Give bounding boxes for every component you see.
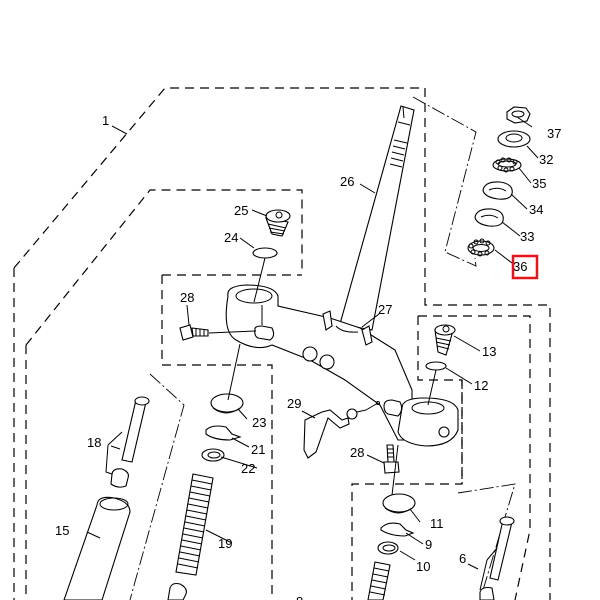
fork-spring-left bbox=[175, 473, 214, 576]
callout-34: 34 bbox=[529, 202, 543, 217]
washer bbox=[497, 130, 531, 148]
o-ring-right bbox=[425, 361, 447, 371]
cap-bolt-right bbox=[434, 324, 456, 356]
assembly-boundary-1-inner bbox=[25, 189, 303, 600]
callout-24: 24 bbox=[224, 230, 238, 245]
leader-lines bbox=[86, 116, 539, 570]
callout-28-lower: 28 bbox=[350, 445, 364, 460]
callout-27: 27 bbox=[378, 302, 392, 317]
callout-29: 29 bbox=[287, 396, 301, 411]
assembly-boundary-1-outer bbox=[13, 87, 551, 600]
lower-ball-race bbox=[467, 238, 495, 257]
callout-19: 19 bbox=[218, 536, 232, 551]
fork-cap-left bbox=[210, 393, 244, 414]
inner-tube-left bbox=[63, 496, 131, 600]
pinch-bolt-left bbox=[179, 324, 257, 341]
oil-seal-left bbox=[201, 448, 225, 462]
callout-32: 32 bbox=[539, 152, 553, 167]
callout-35: 35 bbox=[532, 176, 546, 191]
callout-10: 10 bbox=[416, 559, 430, 574]
callout-25: 25 bbox=[234, 203, 248, 218]
crown-group-boundary bbox=[161, 274, 302, 600]
o-ring-left bbox=[252, 247, 278, 259]
callout-26: 26 bbox=[340, 174, 354, 189]
right-fork-damper-bracket bbox=[457, 483, 516, 600]
upper-ball-race bbox=[492, 157, 522, 173]
callout-21: 21 bbox=[251, 442, 265, 457]
fork-spring-right bbox=[367, 561, 391, 600]
callout-18: 18 bbox=[87, 435, 101, 450]
circlip-left bbox=[205, 425, 242, 441]
callout-37: 37 bbox=[547, 126, 561, 141]
callout-1: 1 bbox=[102, 113, 109, 128]
callout-12: 12 bbox=[474, 378, 488, 393]
damper-rod-left bbox=[105, 396, 150, 488]
bearing-stack-bracket bbox=[412, 96, 477, 267]
callout-6: 6 bbox=[459, 551, 466, 566]
cable-guide bbox=[303, 401, 380, 459]
callout-15: 15 bbox=[55, 523, 69, 538]
circlip-right bbox=[380, 522, 415, 537]
callout-11: 11 bbox=[430, 516, 444, 531]
steering-stem bbox=[339, 105, 415, 331]
fork-cap-right bbox=[382, 493, 416, 514]
callout-9: 9 bbox=[425, 537, 432, 552]
highlight-box-36 bbox=[511, 254, 539, 280]
callout-28-upper: 28 bbox=[180, 290, 194, 305]
callout-8: 8 bbox=[296, 594, 303, 600]
under-bracket bbox=[225, 284, 459, 447]
lower-right-group-boundary bbox=[351, 315, 531, 600]
upper-bearing-cup bbox=[482, 181, 513, 200]
cap-bolt-left bbox=[265, 209, 291, 237]
callout-36: 36 bbox=[513, 259, 527, 274]
lower-bearing-cup bbox=[474, 208, 504, 227]
callout-13: 13 bbox=[482, 344, 496, 359]
spacer-tube bbox=[167, 582, 187, 600]
left-fork-damper-bracket bbox=[129, 373, 185, 600]
callout-23: 23 bbox=[252, 415, 266, 430]
damper-rod-right bbox=[479, 516, 515, 600]
callout-22: 22 bbox=[241, 461, 255, 476]
steering-nut bbox=[506, 106, 531, 124]
callout-33: 33 bbox=[520, 229, 534, 244]
oil-seal-right bbox=[377, 541, 399, 555]
